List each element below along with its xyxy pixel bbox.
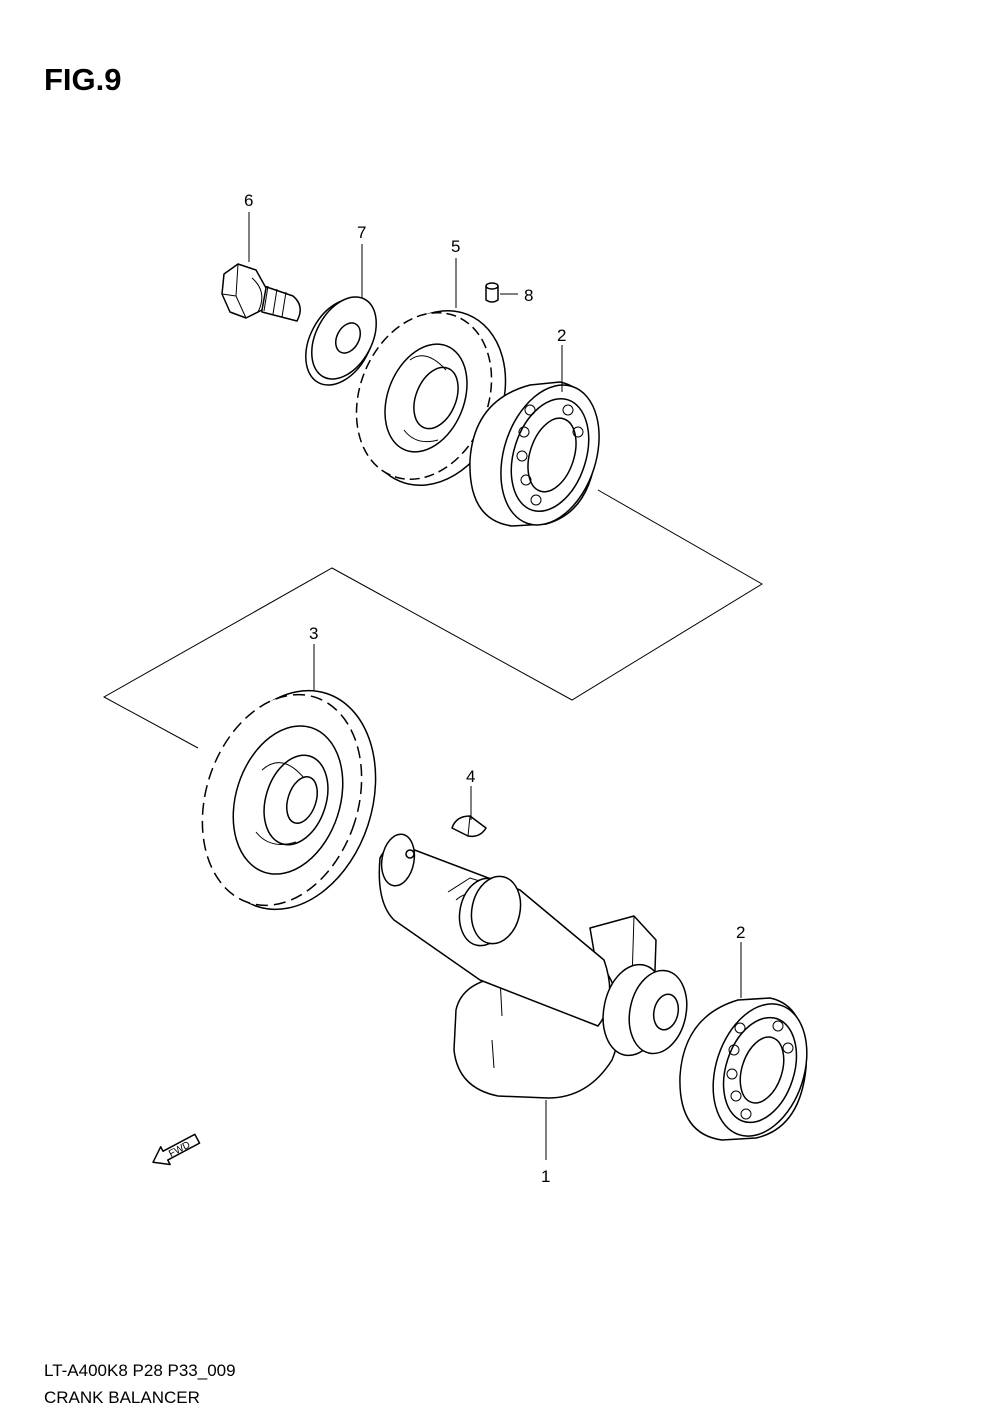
part-2-bearing-lower[interactable] [679, 992, 823, 1149]
part-4-woodruff-key[interactable] [451, 815, 487, 838]
part-7-washer[interactable] [292, 286, 389, 397]
part-2-bearing-upper[interactable] [469, 372, 616, 537]
callout-3: 3 [309, 624, 318, 643]
callout-6: 6 [244, 191, 253, 210]
callout-8: 8 [524, 286, 533, 305]
assembly-guide-lines [102, 489, 763, 749]
model-code: LT-A400K8 P28 P33_009 [44, 1361, 236, 1380]
fwd-label: FWD [167, 1140, 192, 1160]
fwd-arrow-icon: FWD [152, 1133, 201, 1166]
callout-7: 7 [357, 223, 366, 242]
callout-5: 5 [451, 237, 460, 256]
callout-1: 1 [541, 1167, 550, 1186]
part-1-balancer-shaft[interactable] [378, 832, 694, 1099]
figure-name: CRANK BALANCER [44, 1388, 200, 1407]
callout-2-upper: 2 [557, 326, 566, 345]
part-6-flange-bolt[interactable] [221, 263, 301, 322]
callout-4: 4 [466, 767, 475, 786]
part-3-balancer-drive-gear[interactable] [176, 669, 402, 931]
figure-title: FIG.9 [44, 62, 122, 97]
part-8-dowel-pin[interactable] [485, 282, 499, 303]
callout-leader-lines [248, 212, 742, 1160]
callout-2-lower: 2 [736, 923, 745, 942]
